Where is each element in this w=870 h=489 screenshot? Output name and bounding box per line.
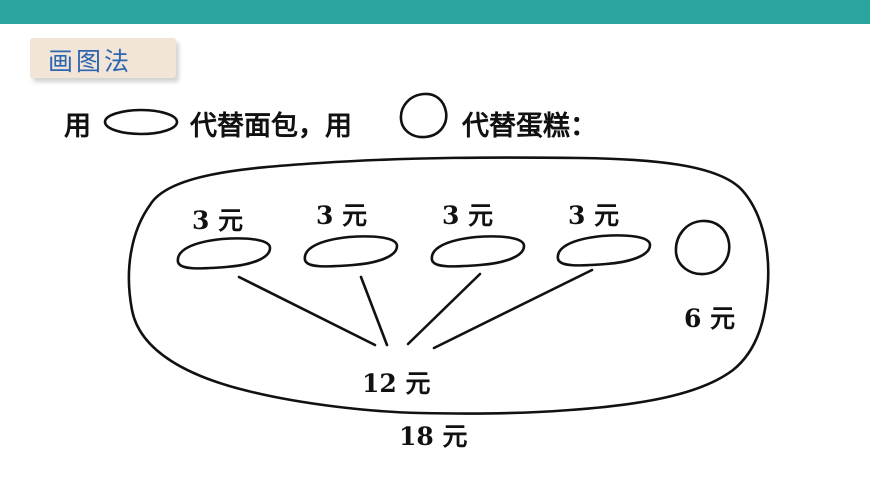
bread-oval [430, 235, 526, 268]
top-banner [0, 0, 870, 24]
bread-oval [303, 235, 399, 268]
cake-legend-icon [399, 92, 448, 139]
intro-text-1: 用 [64, 111, 91, 142]
method-tag [30, 38, 176, 78]
bread-connector-line [359, 275, 389, 347]
bread-connector-line [237, 275, 377, 347]
bread-price-label: 3 元 [316, 201, 368, 230]
bread-connector-line [406, 272, 482, 346]
bread-price-label: 3 元 [568, 201, 620, 230]
bread-oval [556, 234, 652, 267]
bread-price-label: 3 元 [192, 206, 244, 235]
bread-price-label: 3 元 [442, 201, 494, 230]
bread-total-label: 12 元 [362, 369, 431, 398]
cake-circle [674, 219, 731, 276]
grand-total-label: 18 元 [399, 422, 468, 451]
cake-price-label: 6 元 [684, 304, 736, 333]
bread-oval [176, 237, 272, 270]
intro-text-2: 代替面包，用 [190, 111, 352, 142]
method-label: 画图法 [48, 47, 133, 76]
total-group-outline [127, 156, 770, 415]
bread-connector-line [432, 268, 594, 350]
bread-legend-icon [103, 108, 179, 136]
intro-text-3: 代替蛋糕： [462, 111, 597, 142]
